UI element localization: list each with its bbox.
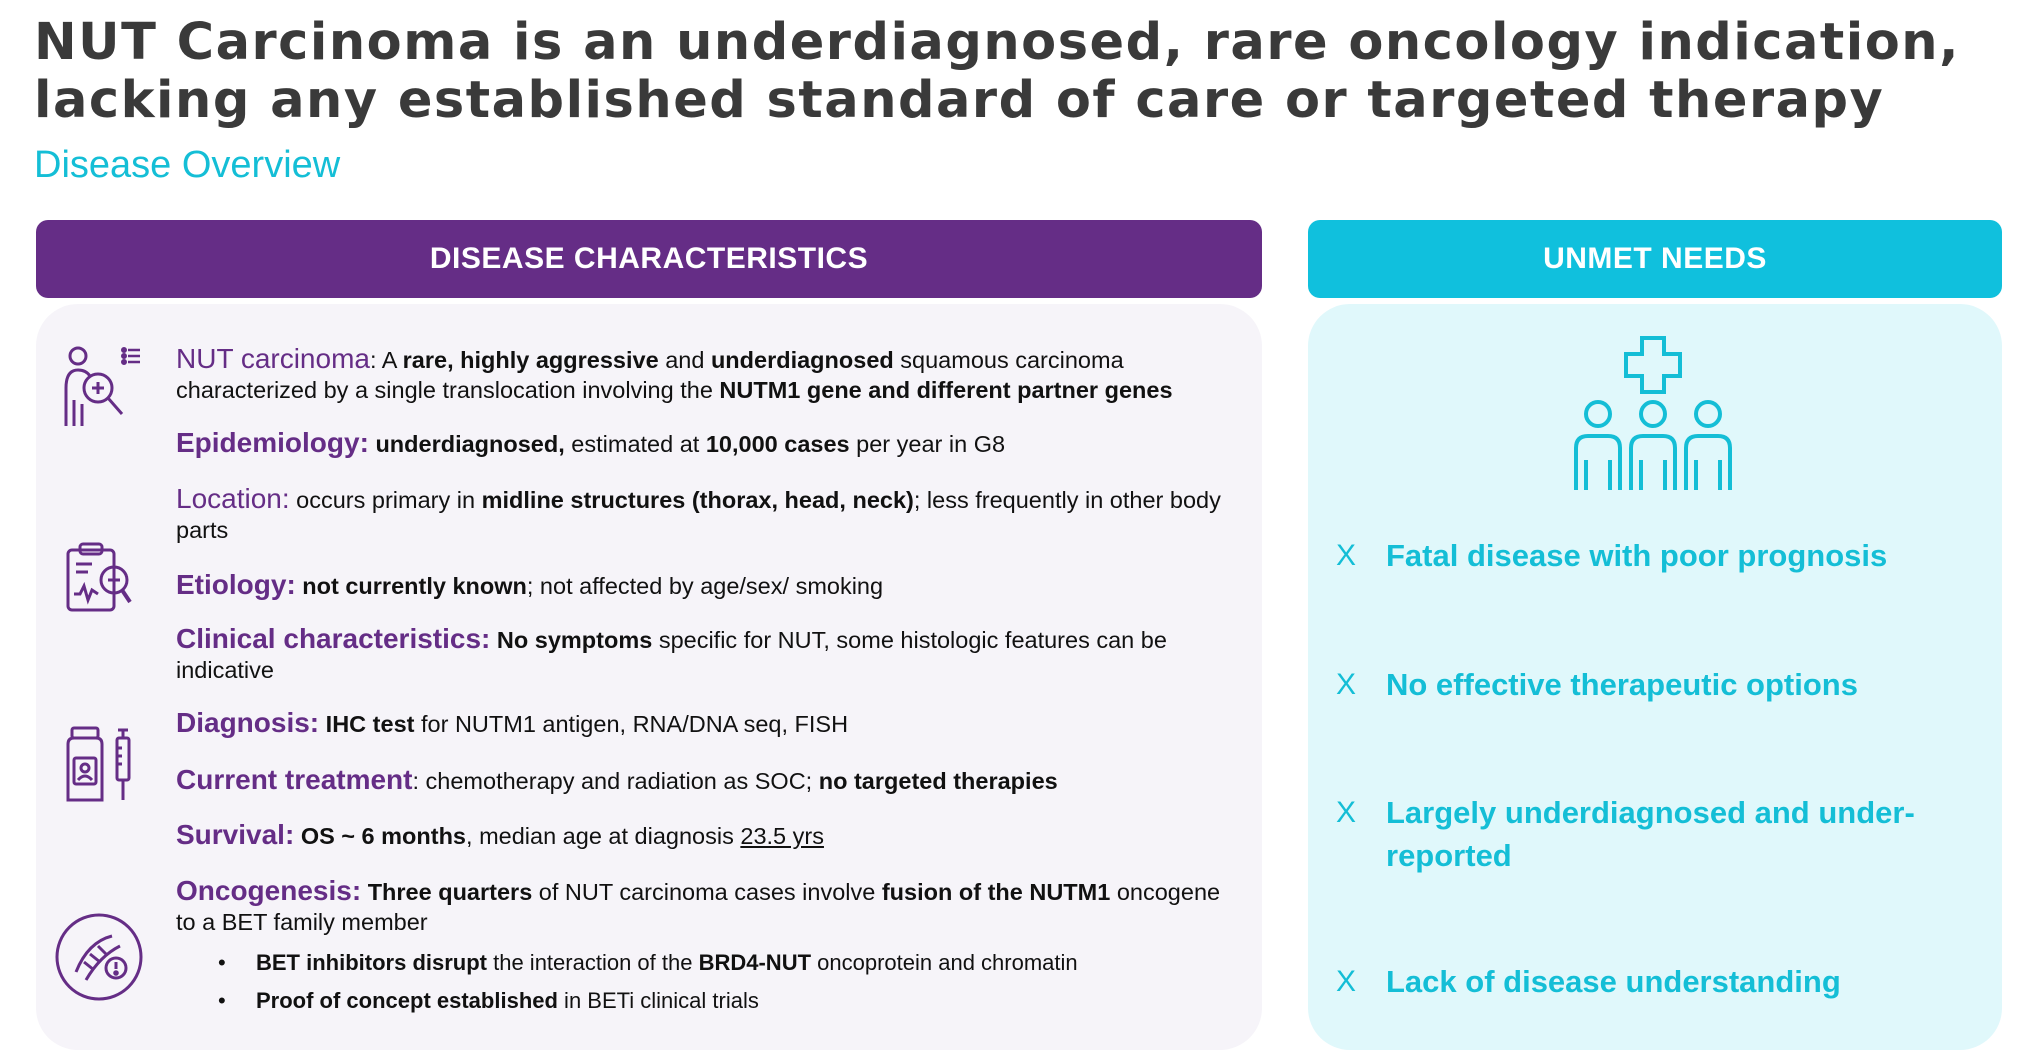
unmet-need-text: Lack of disease understanding — [1386, 964, 1841, 999]
text: : chemotherapy and radiation as SOC; — [412, 768, 819, 794]
diagnosis-label: Diagnosis: — [176, 707, 320, 738]
oncogenesis-label: Oncogenesis: — [176, 875, 362, 906]
title-line-1: NUT Carcinoma is an underdiagnosed, rare… — [34, 13, 1960, 72]
text: occurs primary in — [289, 487, 482, 513]
unmet-need-text: No effective therapeutic options — [1386, 667, 1858, 702]
x-marker-icon: X — [1336, 965, 1357, 998]
clinical-characteristics-label: Clinical characteristics: — [176, 623, 491, 654]
text: ; not affected by age/sex/ smoking — [526, 573, 884, 599]
text: oncogene to a BET family member — [176, 879, 1221, 935]
clinical-characteristics-row: Clinical characteristics: No symptoms sp… — [176, 624, 1236, 685]
current-treatment-label: Current treatment — [176, 764, 413, 795]
disease-characteristics-header: DISEASE CHARACTERISTICS — [36, 220, 1262, 298]
text: A — [376, 347, 403, 373]
medicine-bottle-syringe-icon — [66, 726, 131, 802]
location-label: Location: — [176, 483, 290, 514]
text: specific for NUT, some histologic featur… — [176, 627, 1167, 683]
text: of NUT carcinoma cases involve — [532, 879, 882, 905]
unmet-needs-header: UNMET NEEDS — [1308, 220, 2002, 298]
text: and — [658, 347, 711, 373]
diagnosis-row: Diagnosis: IHC test for NUTM1 antigen, R… — [176, 708, 1236, 739]
text-underlined: 23.5 yrs — [740, 823, 824, 849]
etiology-label: Etiology: — [176, 569, 296, 600]
text-bold: NUTM1 gene and different partner genes — [719, 377, 1173, 403]
list-item: • Proof of concept established in BETi c… — [218, 982, 1236, 1020]
survival-row: Survival: OS ~ 6 months, median age at d… — [176, 820, 1236, 851]
location-row: Location: occurs primary in midline stru… — [176, 484, 1236, 545]
text: the interaction of the — [487, 950, 699, 975]
x-marker-icon: X — [1336, 668, 1357, 701]
disease-characteristics-panel — [36, 304, 1262, 1050]
patients-medical-cross-icon — [1574, 336, 1732, 490]
x-marker-icon: X — [1336, 796, 1357, 829]
text-bold: rare, highly aggressive — [402, 347, 659, 373]
text-bold: no targeted therapies — [818, 768, 1058, 794]
oncogenesis-row: Oncogenesis: Three quarters of NUT carci… — [176, 876, 1236, 937]
page-subtitle: Disease Overview — [34, 144, 341, 186]
bullet-dot: • — [218, 950, 226, 975]
text-bold: BRD4-NUT — [698, 950, 812, 975]
text-bold: underdiagnosed, — [375, 431, 565, 457]
list-item: • BET inhibitors disrupt the interaction… — [218, 944, 1236, 982]
etiology-row: Etiology: not currently known; not affec… — [176, 570, 1236, 601]
medical-clipboard-icon — [66, 542, 132, 612]
epidemiology-row: Epidemiology: underdiagnosed, estimated … — [176, 428, 1236, 459]
text: squamous carcinoma characterized by a si… — [176, 347, 1124, 403]
survival-label: Survival: — [176, 819, 295, 850]
bullet-dot: • — [218, 988, 226, 1013]
text: estimated at — [564, 431, 706, 457]
x-marker-icon: X — [1336, 539, 1357, 572]
text: , median age at diagnosis — [466, 823, 741, 849]
text-bold: Three quarters — [367, 879, 533, 905]
text-bold: BET inhibitors disrupt — [256, 950, 487, 975]
text: for NUTM1 antigen, RNA/DNA seq, FISH — [414, 711, 849, 737]
text-bold: Proof of concept established — [256, 988, 558, 1013]
text-bold: No symptoms — [496, 627, 653, 653]
text: in BETi clinical trials — [557, 988, 759, 1013]
unmet-need-text: Largely underdiagnosed and under-reporte… — [1386, 795, 1915, 873]
text-bold: midline structures (thorax, head, neck) — [481, 487, 914, 513]
text-bold: 10,000 cases — [705, 431, 850, 457]
title-line-2: lacking any established standard of care… — [34, 71, 1885, 130]
current-treatment-row: Current treatment: chemotherapy and radi… — [176, 765, 1236, 796]
unmet-need-text: Fatal disease with poor prognosis — [1386, 538, 1888, 573]
dna-alert-icon — [55, 913, 143, 1001]
text: per year in G8 — [849, 431, 1006, 457]
text: ; less frequently in other body parts — [176, 487, 1221, 543]
oncogenesis-bullets: • BET inhibitors disrupt the interaction… — [218, 944, 1236, 1020]
nut-colon: : — [369, 347, 377, 373]
text-bold: IHC test — [325, 711, 415, 737]
text: oncoprotein and chromatin — [811, 950, 1078, 975]
text-bold: not currently known — [302, 573, 527, 599]
person-magnifier-icon — [64, 346, 140, 426]
text-bold: fusion of the NUTM1 — [881, 879, 1111, 905]
epidemiology-label: Epidemiology: — [176, 427, 369, 458]
unmet-needs-panel — [1308, 304, 2002, 1050]
nut-carcinoma-row: NUT carcinoma: A rare, highly aggressive… — [176, 344, 1236, 405]
nut-carcinoma-label: NUT carcinoma — [176, 343, 370, 374]
text-bold: OS ~ 6 months — [300, 823, 467, 849]
page-title: NUT Carcinoma is an underdiagnosed, rare… — [34, 14, 1994, 130]
text-bold: underdiagnosed — [710, 347, 894, 373]
